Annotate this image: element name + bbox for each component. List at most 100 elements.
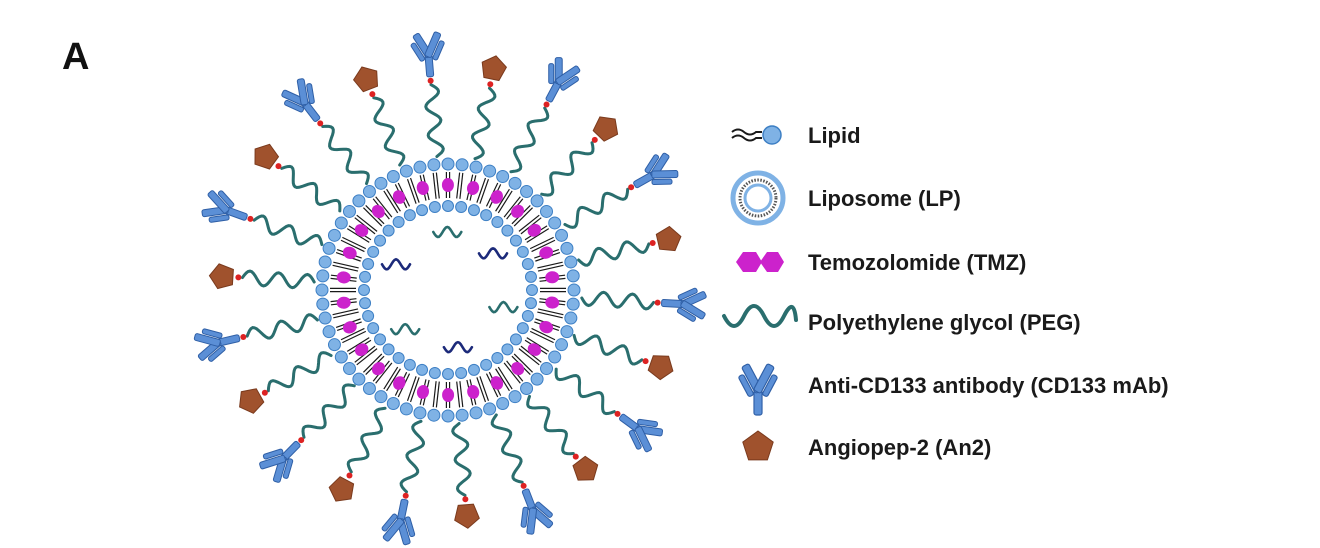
inner-peg-chain xyxy=(380,257,412,271)
peg-chain xyxy=(266,351,333,393)
peg-chain xyxy=(280,164,342,213)
lipid-tail xyxy=(531,327,556,341)
lipid-tail xyxy=(432,172,437,199)
lipid-head xyxy=(359,270,372,283)
tmz xyxy=(442,387,455,402)
lipid-head xyxy=(386,169,400,183)
lipid-tail xyxy=(435,172,440,199)
peg-chain xyxy=(240,269,316,290)
lipid-head xyxy=(566,297,580,311)
lipid-head xyxy=(374,176,388,190)
lipid-head xyxy=(455,366,468,379)
lipid-head xyxy=(509,333,522,346)
linker xyxy=(572,453,579,460)
lipid-head xyxy=(520,184,534,198)
tmz xyxy=(511,361,525,376)
peg-chain xyxy=(451,422,472,497)
peg-chain xyxy=(554,367,616,416)
lipid-tail xyxy=(526,337,550,352)
inner-peg-chain xyxy=(477,247,509,260)
lipid-tail xyxy=(513,207,533,227)
lipid-head xyxy=(467,363,480,376)
lipid-head xyxy=(352,194,366,208)
lipid-head xyxy=(399,402,413,416)
lipid-tail xyxy=(340,327,365,341)
angiopep xyxy=(655,225,682,252)
tmz xyxy=(527,343,542,356)
linker xyxy=(543,101,550,108)
lipid-head xyxy=(521,258,534,271)
lipid-heads xyxy=(315,157,581,423)
tmz xyxy=(490,376,504,390)
antibody xyxy=(276,73,333,132)
lipid-head xyxy=(316,297,330,311)
lipid-tail xyxy=(409,177,420,203)
peg-chain xyxy=(580,290,656,311)
lipid-tail xyxy=(497,366,513,390)
tmz xyxy=(416,385,430,399)
linker xyxy=(649,240,656,247)
lipid-tail xyxy=(513,353,533,373)
tmz xyxy=(336,296,351,309)
lipid-tail xyxy=(346,337,370,352)
inner-peg-chain xyxy=(389,322,421,336)
lipid-head xyxy=(416,204,429,217)
linker xyxy=(427,77,434,84)
lipid-head xyxy=(480,209,493,222)
lipid-tail xyxy=(518,214,540,232)
lipid-head xyxy=(467,204,480,217)
angiopep xyxy=(454,503,480,529)
lipid-head xyxy=(555,338,569,352)
lipid-head xyxy=(318,255,332,269)
antibody-icon xyxy=(737,362,779,416)
lipid-head xyxy=(362,184,376,198)
tmz xyxy=(539,321,554,334)
lipid-tail xyxy=(406,178,417,204)
lipid-tail xyxy=(375,196,393,218)
angiopep xyxy=(328,476,355,502)
lipid-head xyxy=(555,228,569,242)
lipid-tail xyxy=(409,377,420,403)
temozolomide-icon xyxy=(736,252,784,272)
lipid-head xyxy=(322,241,336,255)
linker xyxy=(275,163,282,170)
lipid-head xyxy=(526,284,538,296)
peg-chain xyxy=(372,96,406,167)
lipid-head xyxy=(530,372,544,386)
lipid-tail xyxy=(459,172,464,199)
linker xyxy=(402,492,409,499)
linker xyxy=(247,215,254,222)
peg-chain xyxy=(563,187,630,229)
lipid-head xyxy=(413,406,427,420)
lipid-tail xyxy=(537,311,563,319)
antibody xyxy=(378,495,423,548)
lipid-tail xyxy=(479,376,490,402)
lipid-tail xyxy=(476,377,487,403)
peg-chain xyxy=(540,141,595,197)
lipid-tail xyxy=(476,177,487,203)
linker xyxy=(628,184,635,191)
linker xyxy=(240,333,247,340)
linker xyxy=(654,299,661,306)
lipid-head xyxy=(521,309,534,322)
linker xyxy=(369,91,376,98)
lipid-head xyxy=(548,350,562,364)
antibody xyxy=(508,482,558,539)
lipid-tail xyxy=(340,239,365,253)
lipid-head xyxy=(442,368,454,380)
peg-chain xyxy=(424,83,445,158)
lipid-tail xyxy=(537,261,563,269)
antibody xyxy=(610,401,668,458)
lipid-head xyxy=(560,241,574,255)
lipid-head xyxy=(315,283,329,297)
tmz xyxy=(371,204,385,219)
tmz xyxy=(336,271,351,284)
lipid-head xyxy=(416,363,429,376)
linker xyxy=(346,472,353,479)
lipid-head xyxy=(382,224,395,237)
angiopep xyxy=(254,143,280,170)
lipid-tail xyxy=(386,368,401,392)
lipid-tail xyxy=(332,264,359,272)
lipid-head xyxy=(442,200,454,212)
lipid-head xyxy=(540,362,554,376)
